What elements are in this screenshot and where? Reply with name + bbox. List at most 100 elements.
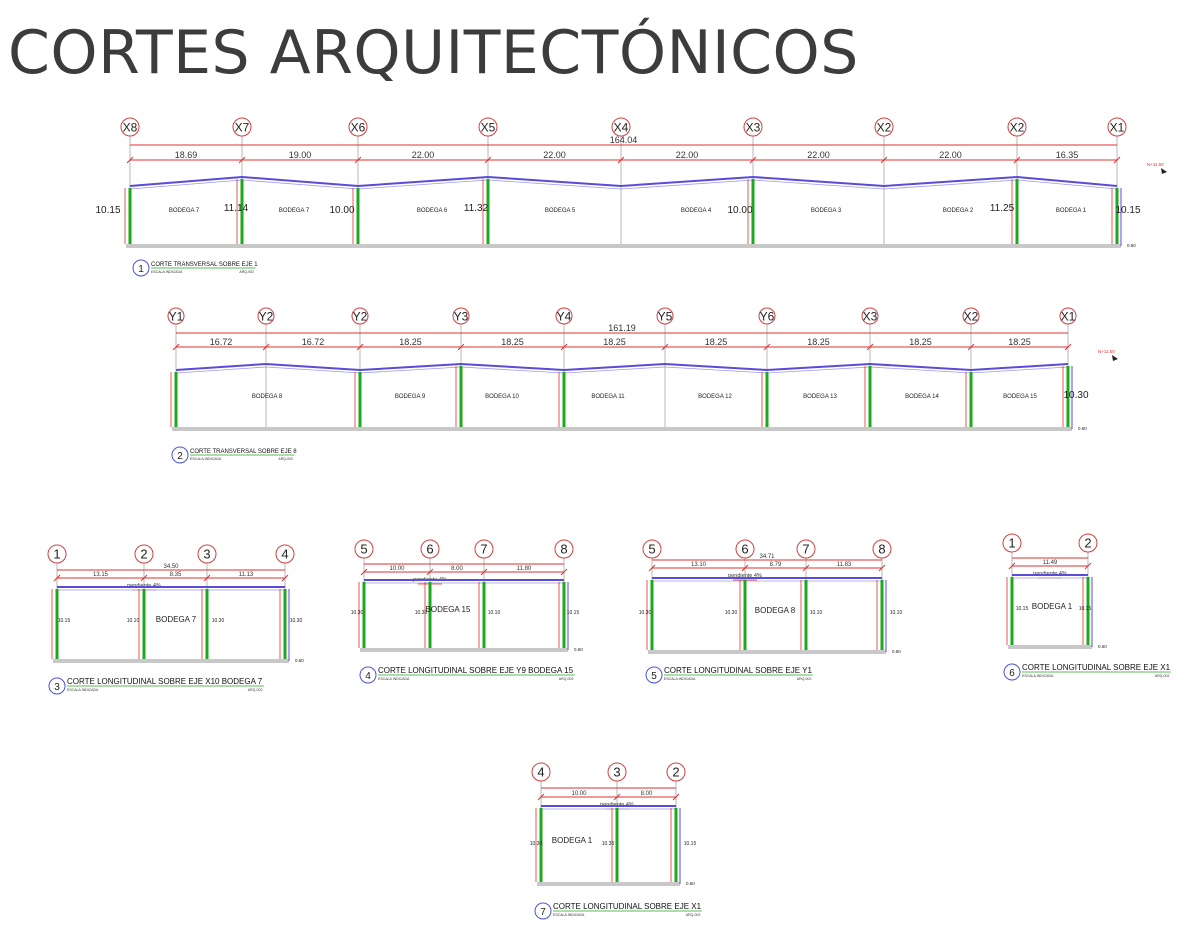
axis-bubble bbox=[1007, 117, 1027, 137]
span-dimension-label: 8.35 bbox=[170, 572, 182, 578]
dimension-tick bbox=[262, 343, 270, 351]
height-label: 10.30 bbox=[290, 618, 303, 624]
section-number-bubble bbox=[1003, 663, 1021, 681]
bay-label: BODEGA 3 bbox=[811, 208, 842, 214]
axis-bubble bbox=[120, 117, 140, 137]
span-dimension-label: 8.00 bbox=[641, 791, 653, 797]
section-number: 7 bbox=[540, 907, 546, 918]
total-dimension-label: 34.50 bbox=[163, 564, 179, 570]
height-label: 10.10 bbox=[810, 610, 823, 616]
height-label: 11.32 bbox=[464, 203, 489, 214]
axis-bubble bbox=[47, 544, 67, 564]
axis-label: Y5 bbox=[658, 309, 673, 323]
column bbox=[650, 580, 654, 650]
axis-label: Y2 bbox=[353, 309, 368, 323]
dimension-tick bbox=[1013, 156, 1021, 164]
axis-bubble bbox=[167, 307, 185, 325]
ground-line bbox=[126, 244, 1121, 248]
span-dimension-label: 22.00 bbox=[412, 150, 435, 160]
base-level-label: 0.60 bbox=[574, 647, 583, 652]
total-dimension-label: 164.04 bbox=[610, 135, 638, 145]
section-number-bubble bbox=[645, 666, 663, 684]
column bbox=[459, 366, 463, 427]
axis-bubble bbox=[796, 539, 816, 559]
column bbox=[128, 188, 132, 244]
scale-label: ESCALA INDICADA bbox=[67, 688, 99, 692]
sheet-code-label: ARQ-002 bbox=[239, 270, 254, 274]
axis-bubble bbox=[232, 117, 252, 137]
axis-bubble bbox=[861, 307, 879, 325]
roof-level-label: N+11.50 bbox=[1098, 349, 1115, 354]
column bbox=[142, 589, 146, 659]
axis-bubble bbox=[354, 539, 374, 559]
span-dimension-label: 10.00 bbox=[571, 791, 587, 797]
axis-label: 8 bbox=[560, 542, 567, 557]
dimension-tick bbox=[866, 343, 874, 351]
bay-label: BODEGA 8 bbox=[755, 606, 796, 615]
section-caption: CORTE TRANSVERSAL SOBRE EJE 1 bbox=[151, 262, 258, 268]
span-dimension-label: 16.35 bbox=[1056, 150, 1079, 160]
column bbox=[205, 589, 209, 659]
height-label: 10.00 bbox=[727, 205, 752, 216]
axis-label: X2 bbox=[1010, 120, 1025, 134]
sheet-code-label: ARQ-002 bbox=[559, 677, 574, 681]
axis-label: X6 bbox=[351, 120, 366, 134]
dimension-tick bbox=[613, 793, 621, 801]
axis-bubble bbox=[1078, 533, 1098, 553]
total-dimension-label: 34.71 bbox=[759, 554, 775, 560]
axis-bubble bbox=[452, 307, 470, 325]
dimension-tick bbox=[802, 564, 810, 572]
axis-label: X3 bbox=[746, 120, 761, 134]
dimension-tick bbox=[560, 343, 568, 351]
height-label: 10.10 bbox=[488, 610, 501, 616]
bay-label: BODEGA 12 bbox=[698, 394, 732, 400]
axis-label: X4 bbox=[614, 120, 629, 134]
axis-bubble bbox=[611, 117, 631, 137]
bay-label: BODEGA 13 bbox=[803, 394, 837, 400]
height-label: 10.30 bbox=[351, 610, 364, 616]
axis-label: X5 bbox=[481, 120, 496, 134]
axis-bubble bbox=[348, 117, 368, 137]
axis-label: 6 bbox=[426, 542, 433, 557]
bay-label: BODEGA 9 bbox=[395, 394, 426, 400]
ground-line bbox=[53, 659, 289, 663]
axis-label: X3 bbox=[863, 309, 878, 323]
bay-label: BODEGA 2 bbox=[943, 208, 974, 214]
scale-label: ESCALA INDICADA bbox=[664, 677, 696, 681]
axis-label: Y1 bbox=[169, 309, 184, 323]
section-number: 6 bbox=[1009, 668, 1015, 679]
axis-label: 3 bbox=[613, 765, 620, 780]
height-label: 10.15 bbox=[1016, 606, 1029, 612]
axis-bubble bbox=[758, 307, 776, 325]
height-label: 10.15 bbox=[95, 205, 120, 216]
bay-label: BODEGA 11 bbox=[591, 394, 625, 400]
dimension-tick bbox=[126, 156, 134, 164]
roof-line bbox=[175, 362, 1069, 372]
height-label: 10.15 bbox=[1115, 205, 1140, 216]
column bbox=[969, 372, 973, 427]
scale-label: ESCALA INDICADA bbox=[190, 457, 222, 461]
axis-label: 2 bbox=[1084, 536, 1091, 551]
span-dimension-label: 18.69 bbox=[175, 150, 198, 160]
sheet-code-label: ARQ-002 bbox=[686, 913, 701, 917]
column bbox=[804, 580, 808, 650]
level-marker-icon bbox=[1112, 355, 1118, 361]
roof-line bbox=[129, 175, 1118, 188]
column bbox=[765, 372, 769, 427]
axis-label: 1 bbox=[53, 547, 60, 562]
section-caption: CORTE LONGITUDINAL SOBRE EJE X10 BODEGA … bbox=[67, 677, 263, 686]
axis-label: X1 bbox=[1110, 120, 1125, 134]
sheet-code-label: ARQ-002 bbox=[797, 677, 812, 681]
column bbox=[1015, 179, 1019, 244]
axis-label: X7 bbox=[235, 120, 250, 134]
axis-bubble bbox=[666, 762, 686, 782]
span-dimension-label: 13.10 bbox=[691, 562, 707, 568]
column bbox=[743, 580, 747, 650]
axis-bubble bbox=[420, 539, 440, 559]
dimension-tick bbox=[53, 574, 61, 582]
dimension-tick bbox=[356, 343, 364, 351]
bay-label: BODEGA 4 bbox=[681, 208, 712, 214]
